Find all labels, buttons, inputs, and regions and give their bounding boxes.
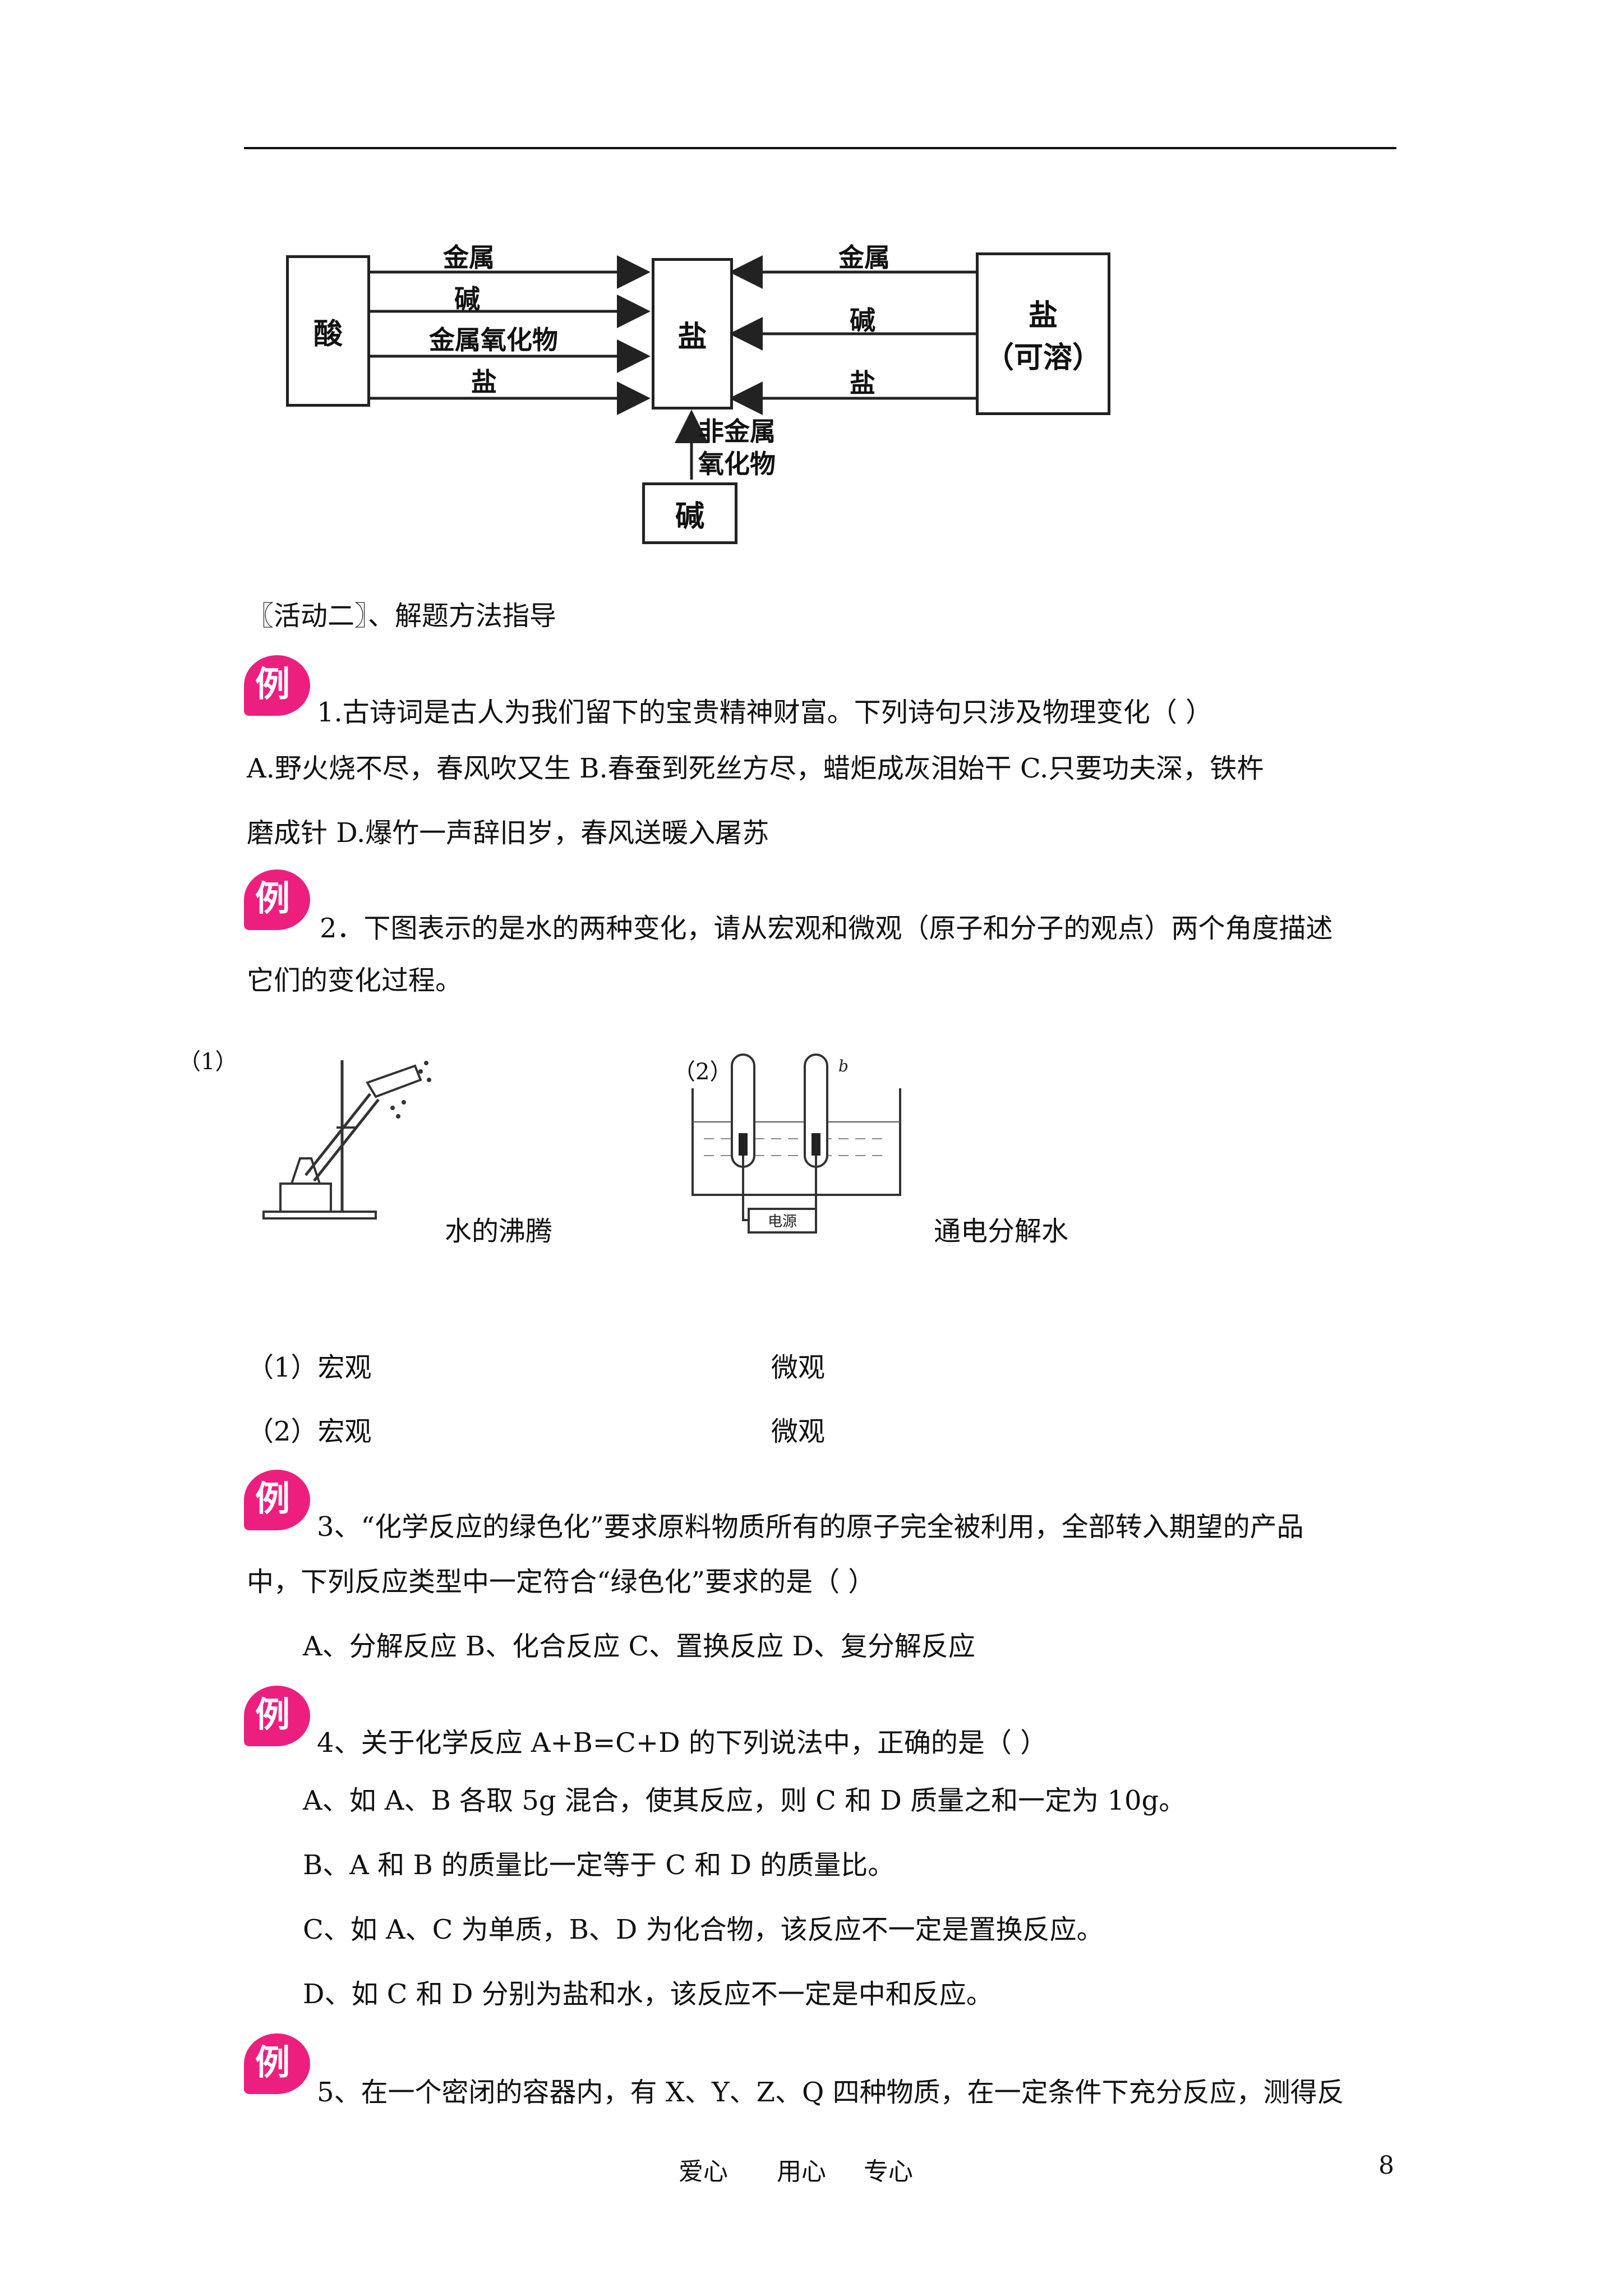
fig1-number: （1） [178, 1049, 238, 1075]
footer-slogan-2: 用心 [777, 2157, 826, 2186]
q1-stem: 1.古诗词是古人为我们留下的宝贵精神财富。下列诗句只涉及物理变化（ ） [317, 697, 1213, 728]
label-metal-right: 金属 [838, 242, 890, 273]
q2-answer2-macro: （2）宏观 [247, 1416, 372, 1447]
label-salt-right: 盐 [850, 368, 875, 398]
example-badge: 例 [244, 2033, 311, 2095]
q5-stem: 5、在一个密闭的容器内，有 X、Y、Z、Q 四种物质，在一定条件下充分反应，测得… [317, 2077, 1344, 2108]
q4-option-d: D、如 C 和 D 分别为盐和水，该反应不一定是中和反应。 [303, 1978, 993, 2010]
example-badge: 例 [244, 1686, 311, 1747]
box-salt: 盐 [652, 258, 733, 409]
label-nonmetal-oxide: 非金属 氧化物 [698, 416, 776, 479]
boiling-water-figure [262, 1060, 431, 1220]
diagram-arrows [370, 255, 976, 480]
power-source-label: 电源 [768, 1213, 797, 1230]
electrolysis-figure: 电源 b [691, 1053, 901, 1234]
example-badge: 例 [244, 869, 311, 931]
page-number: 8 [1378, 2151, 1394, 2180]
q1-options-line2: 磨成针 D.爆竹一声辞旧岁，春风送暖入屠苏 [247, 817, 769, 849]
label-metal-oxide-left: 金属氧化物 [429, 325, 558, 355]
box-base: 碱 [642, 482, 737, 544]
label-metal-left: 金属 [443, 242, 495, 273]
footer-slogan-3: 专心 [864, 2157, 913, 2186]
q2-answer1-micro: 微观 [771, 1352, 826, 1383]
fig2-caption: 通电分解水 [934, 1216, 1069, 1247]
header-rule [244, 147, 1396, 149]
q2-stem-line2: 它们的变化过程。 [247, 965, 463, 996]
q4-option-b: B、A 和 B 的质量比一定等于 C 和 D 的质量比。 [303, 1849, 895, 1881]
q3-stem: 3、“化学反应的绿色化”要求原料物质所有的原子完全被利用，全部转入期望的产品 [317, 1511, 1304, 1543]
q4-option-c: C、如 A、C 为单质，B、D 为化合物，该反应不一定是置换反应。 [303, 1914, 1104, 1945]
q4-stem: 4、关于化学反应 A+B=C+D 的下列说法中，正确的是（ ） [317, 1727, 1048, 1759]
q3-stem-line2: 中，下列反应类型中一定符合“绿色化”要求的是（ ） [247, 1566, 875, 1598]
example-badge: 例 [244, 1470, 311, 1531]
footer-slogan-1: 爱心 [679, 2157, 728, 2186]
fig1-caption: 水的沸腾 [445, 1216, 553, 1247]
salt-relationship-diagram: 酸 盐 盐 （可溶） 碱 金属 碱 金属氧化物 盐 金属 碱 盐 非金属 氧化物 [250, 222, 1124, 558]
label-base-right: 碱 [850, 305, 875, 335]
q2-stem: 2．下图表示的是水的两种变化，请从宏观和微观（原子和分子的观点）两个角度描述 [320, 913, 1333, 944]
label-salt-left: 盐 [471, 367, 497, 397]
q3-options: A、分解反应 B、化合反应 C、置换反应 D、复分解反应 [303, 1631, 975, 1662]
example-badge: 例 [244, 655, 311, 717]
box-acid: 酸 [286, 255, 370, 407]
q4-option-a: A、如 A、B 各取 5g 混合，使其反应，则 C 和 D 质量之和一定为 10… [303, 1785, 1186, 1816]
fig2-number: （2） [673, 1059, 732, 1085]
box-soluble-salt: 盐 （可溶） [976, 252, 1110, 415]
activity-title: 〖活动二〗、解题方法指导 [247, 600, 557, 632]
q2-answer2-micro: 微观 [771, 1416, 826, 1447]
label-base-left: 碱 [454, 284, 480, 314]
electrode-b-label: b [838, 1057, 849, 1075]
q2-answer1-macro: （1）宏观 [247, 1352, 372, 1383]
q1-options-line1: A.野火烧不尽，春风吹又生 B.春蚕到死丝方尽，蜡炬成灰泪始干 C.只要功夫深，… [247, 753, 1264, 784]
